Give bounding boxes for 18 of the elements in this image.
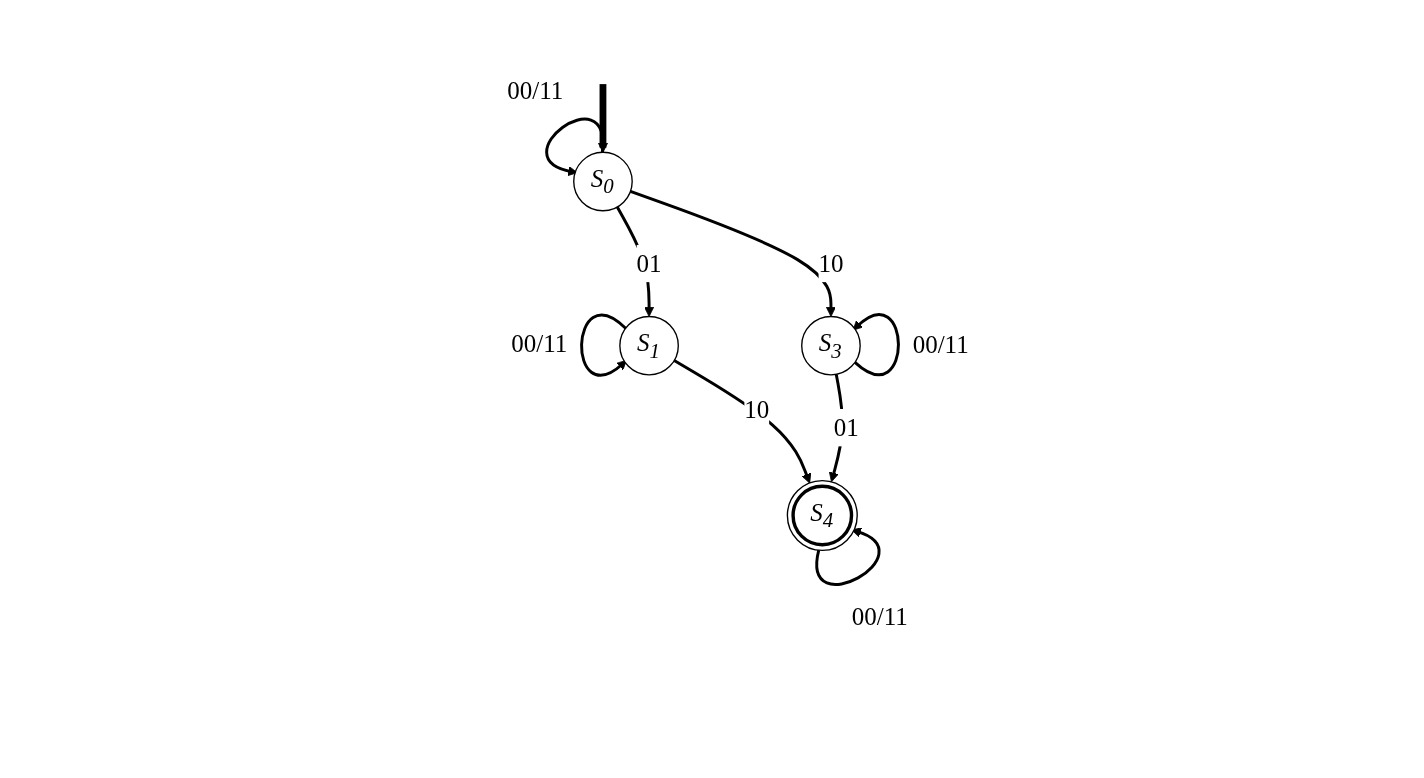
edge-label: 01 xyxy=(833,413,859,442)
node-circle: S$_{4}$ xyxy=(786,479,858,552)
arrow xyxy=(629,190,836,317)
edge-label: 00/11 xyxy=(507,76,564,105)
edge-label: 01 xyxy=(636,249,662,278)
arrow xyxy=(852,313,900,376)
node-circle: S$_{0}$ xyxy=(573,151,633,212)
edge-label: 00/11 xyxy=(912,329,969,359)
edge-label: 10 xyxy=(818,249,844,278)
edge-label: 00/11 xyxy=(851,602,908,631)
edge-label: 10 xyxy=(744,394,770,424)
arrow xyxy=(673,359,812,484)
arrow xyxy=(580,314,628,377)
arrow xyxy=(815,528,881,586)
edge-label: 00/11 xyxy=(511,329,568,358)
arrow xyxy=(545,117,604,176)
node-circle: S$_{3}$ xyxy=(801,315,861,376)
node-circle: S$_{1}$ xyxy=(619,315,679,376)
